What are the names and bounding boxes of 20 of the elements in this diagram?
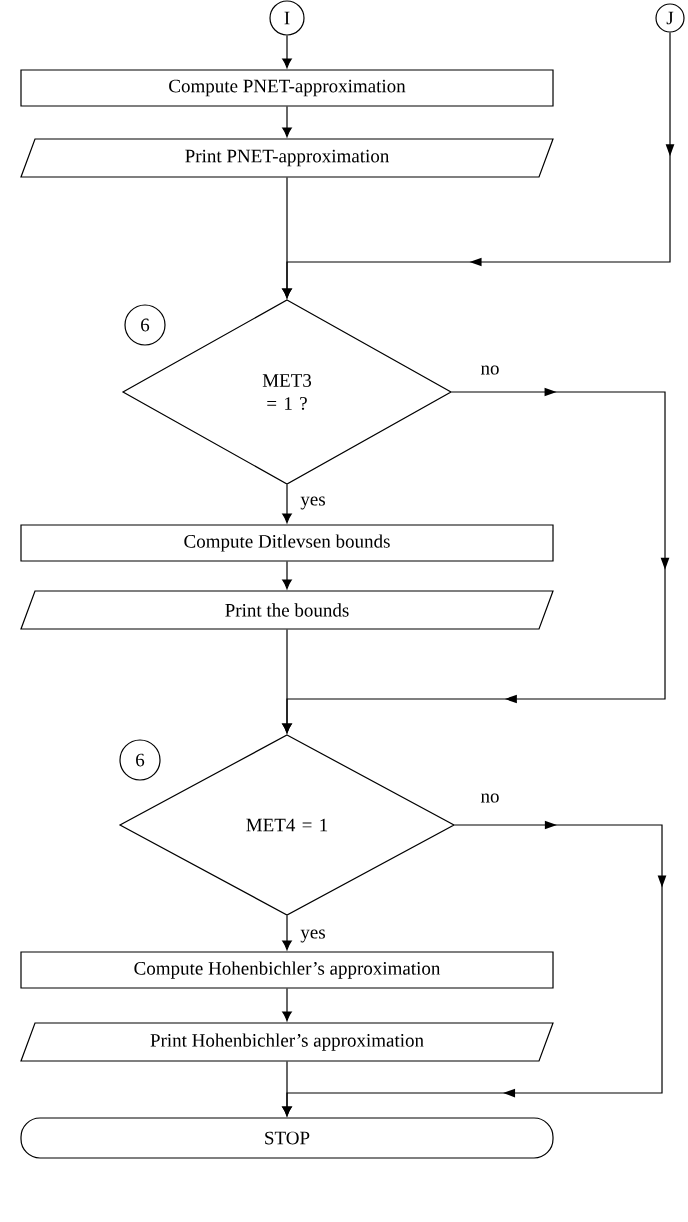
data-parallelogram: Print PNET-approximation [20,138,554,178]
arrow [282,988,292,1022]
process-box: Compute PNET-approximation [20,69,554,107]
arrow [282,561,292,590]
data-parallelogram: Print Hohenbichler’s approximation [20,1022,554,1062]
edge-label: no [480,365,499,375]
arrow [282,629,292,734]
edge-label: no [480,793,499,803]
arrow [282,106,292,138]
arrow [282,177,292,299]
arrow [282,484,292,524]
process-box: Compute Hohenbichler’s approximation [20,951,554,989]
edge-label: yes [300,929,325,943]
data-parallelogram: Print the bounds [20,590,554,630]
terminal-box: STOP [20,1117,554,1159]
edge-label: yes [300,496,325,510]
process-box: Compute Ditlevsen bounds [20,524,554,562]
arrow [282,35,292,69]
arrow [282,1061,292,1117]
arrow [282,915,292,951]
